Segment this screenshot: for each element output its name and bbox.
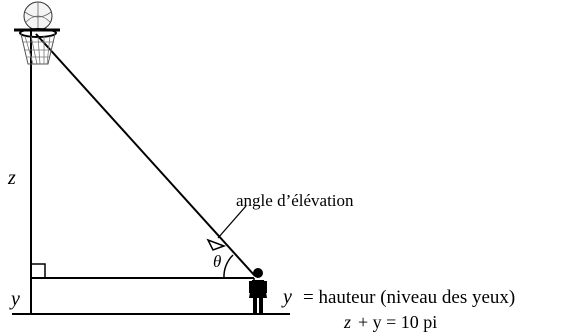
label-theta: θ [213, 252, 221, 271]
right-angle-marker [31, 263, 46, 278]
label-angle-elevation: angle d’élévation [236, 191, 354, 210]
line-of-sight [35, 33, 256, 277]
theta-arc [223, 254, 234, 279]
sight-arrow [206, 238, 227, 251]
equation-z: z [343, 312, 351, 332]
label-y-left: y [9, 288, 20, 310]
equation-rest: + y = 10 pi [358, 312, 437, 332]
label-z: z [7, 167, 16, 189]
basketball-hoop-icon [14, 1, 60, 65]
label-hauteur: = hauteur (niveau des yeux) [303, 287, 515, 308]
person-icon [249, 268, 267, 314]
angle-pointer [217, 205, 247, 239]
label-y-right: y [281, 286, 292, 308]
